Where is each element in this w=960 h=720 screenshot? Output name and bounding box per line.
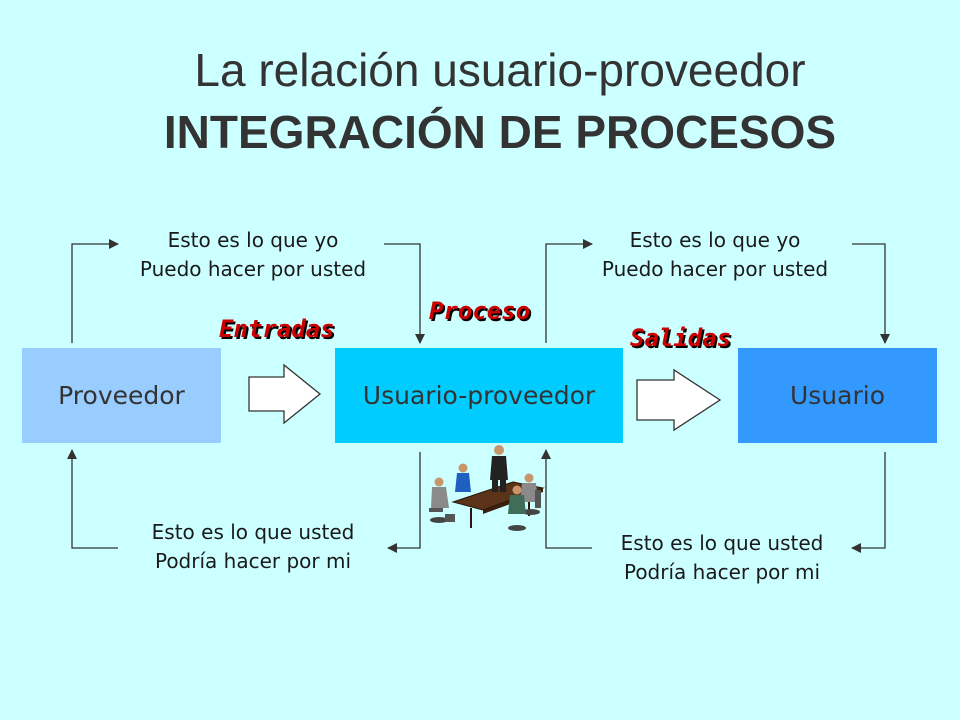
node-proveedor: Proveedor — [22, 348, 221, 443]
label-salidas: Salidas — [630, 324, 732, 352]
node-usuario: Usuario — [738, 348, 937, 443]
connector-top-right-in — [852, 243, 890, 344]
caption-bottom-left-line2: Podría hacer por mi — [154, 549, 352, 573]
label-entradas: Entradas — [219, 315, 335, 343]
caption-bottom-right: Esto es lo que usted Podría hacer por mi — [567, 529, 877, 587]
label-proceso: Proceso — [429, 297, 531, 325]
connector-bottom-right-out — [851, 452, 886, 553]
connector-bottom-right-in — [541, 449, 592, 549]
node-usuario-proveedor: Usuario-proveedor — [335, 348, 623, 443]
node-usuario-label: Usuario — [789, 381, 885, 410]
connector-bottom-left-out — [387, 452, 421, 553]
caption-top-left-line2: Puedo hacer por usted — [139, 257, 367, 281]
caption-bottom-left: Esto es lo que usted Podría hacer por mi — [98, 518, 408, 576]
connector-top-right-out — [545, 239, 593, 343]
node-proveedor-label: Proveedor — [58, 381, 185, 410]
connector-top-left-out — [71, 239, 119, 343]
caption-bottom-right-line1: Esto es lo que usted — [620, 531, 824, 555]
block-arrow-entradas — [248, 363, 322, 425]
caption-bottom-right-line2: Podría hacer por mi — [623, 560, 821, 584]
caption-top-right: Esto es lo que yo Puedo hacer por usted — [560, 226, 870, 284]
connector-bottom-left-in — [67, 449, 118, 549]
meeting-people-icon — [429, 445, 545, 531]
caption-bottom-left-line1: Esto es lo que usted — [151, 520, 355, 544]
caption-top-right-line2: Puedo hacer por usted — [601, 257, 829, 281]
page-title-line1: La relación usuario-proveedor — [194, 44, 806, 96]
node-usuario-proveedor-label: Usuario-proveedor — [362, 381, 596, 410]
page-title-line2: INTEGRACIÓN DE PROCESOS — [163, 106, 837, 158]
block-arrow-salidas — [636, 368, 722, 432]
connector-top-left-in — [384, 243, 425, 344]
caption-top-left: Esto es lo que yo Puedo hacer por usted — [98, 226, 408, 284]
caption-top-right-line1: Esto es lo que yo — [629, 228, 801, 252]
caption-top-left-line1: Esto es lo que yo — [167, 228, 339, 252]
